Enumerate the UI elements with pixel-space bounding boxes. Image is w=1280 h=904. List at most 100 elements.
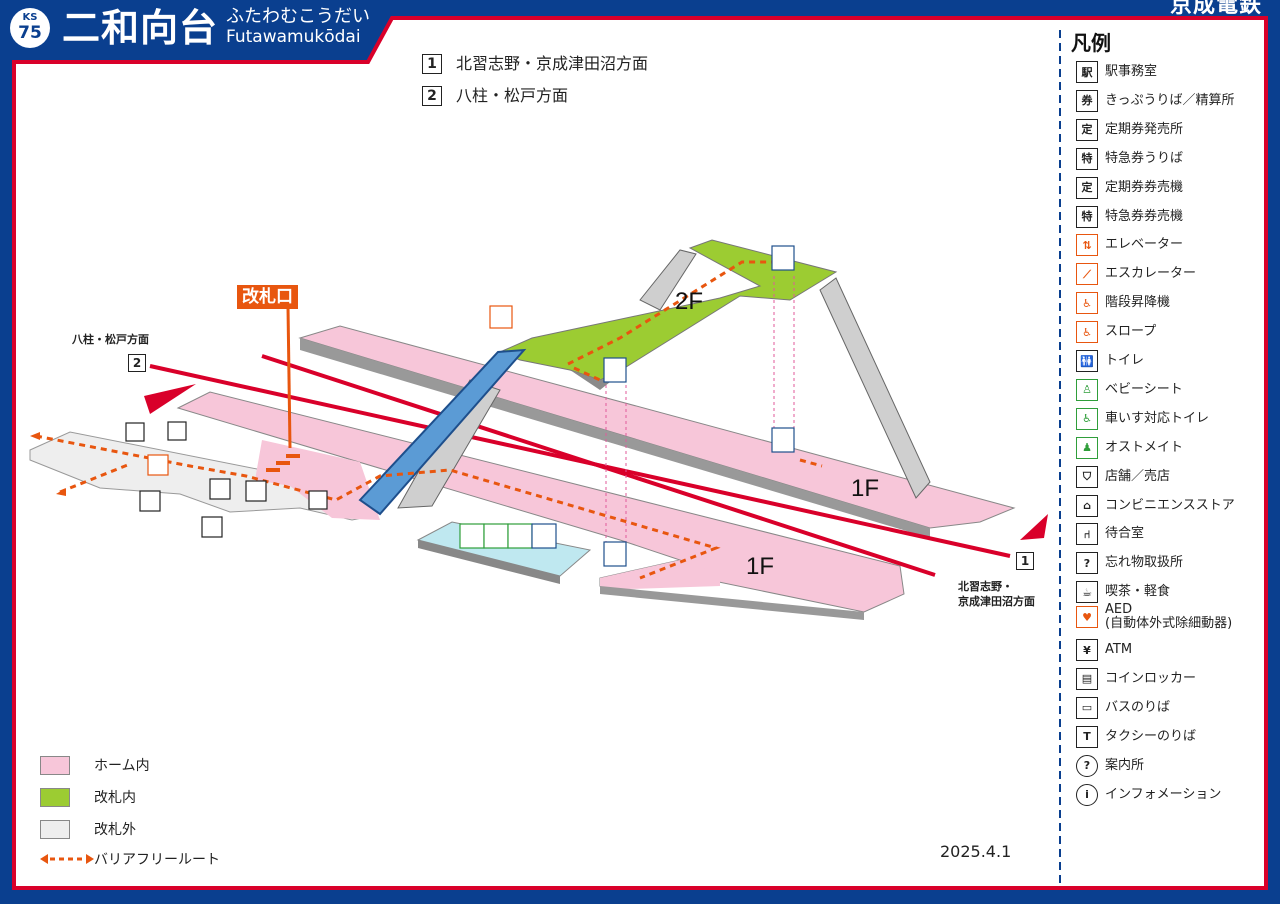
floor-label-2f: 2F [675,288,704,315]
ticket-gate-label: 改札口 [237,285,298,309]
pass-vending-machine-icon: 定 [1076,176,1098,199]
legend-label: オストメイト [1105,439,1184,455]
legend-label: スロープ [1105,325,1156,339]
legend-label: 忘れ物取扱所 [1105,556,1183,570]
legend-label-text: 階段昇降機 [1105,295,1171,311]
legend-item: ♿階段昇降機 [1076,291,1170,315]
lost-and-found-icon: ? [1076,552,1098,575]
shop-icon: ⛉ [1076,465,1098,488]
legend-label: 車いす対応トイレ [1105,410,1210,426]
legend-label-text: スロープ [1105,324,1157,340]
zone-legend-item: 改札内 [40,786,136,808]
legend-label: ベビーシート [1105,381,1183,397]
zone-label: 改札内 [94,790,136,806]
legend-label-text: コインロッカー [1105,670,1197,686]
elevator-icon: ⇅ [1076,234,1098,257]
legend-label: コインロッカー [1105,670,1197,686]
ticket-sales-icon: 券 [1076,89,1098,112]
legend-item: ♙ ベビーシート [1076,378,1183,402]
legend-label-text: トイレ [1105,353,1145,368]
legend-label-text: エレベーター [1105,237,1184,253]
legend-label-text: 店舗／売店 [1105,468,1171,484]
direction-label-1: 北習志野・京成津田沼方面 [456,54,649,73]
legend-label: 喫茶・軽食 [1105,585,1170,599]
station-code: KS [22,12,38,23]
legend-item: 券きっぷうりば／精算所 [1076,89,1234,113]
floor-label-1f-back: 1F [851,475,880,502]
legend-label: 駅事務室 [1105,65,1157,79]
concourse-2f [498,239,838,381]
atm-icon: ¥ [1076,639,1098,661]
accessible-toilet-icon: ♿ [1076,407,1098,430]
zone-legend-item: ホーム内 [40,754,150,776]
legend-item: ?案内所 [1076,754,1144,778]
left-direction-label: 八柱・松戸方面 [72,333,149,346]
legend-label-text: オストメイト [1105,439,1184,455]
legend-label: 案内所 [1105,758,1144,773]
arrow-left [144,384,196,414]
legend-label-sub: (自動体外式除細動器) [1105,616,1233,632]
legend-item: 🚻 トイレ [1076,349,1144,373]
legend-label: きっぷうりば／精算所 [1105,93,1234,108]
legend-label: エレベーター [1105,238,1183,252]
legend-label-text: 定期券発売所 [1105,121,1184,137]
convenience-store-icon: ⌂ [1076,494,1098,517]
legend-item: ♿ 車いす対応トイレ [1076,407,1209,431]
zone-legend-item: バリアフリールート [40,848,220,870]
station-kana: ふたわむこうだい [226,6,370,27]
zone-legend-item: 改札外 [40,818,136,840]
barrier-free-route-swatch [40,854,94,864]
legend-label: 階段昇降機 [1105,296,1170,310]
stairs-left [639,249,697,311]
legend-label-text: エスカレーター [1105,266,1197,282]
legend-label: 特急券券売機 [1105,209,1183,224]
legend-label-text: 駅事務室 [1105,64,1158,79]
legend-label-text: ベビーシート [1105,381,1183,397]
info-icon: i [1076,783,1098,806]
station-office-icon: 駅 [1076,61,1098,83]
legend-item: 特特急券券売機 [1076,205,1183,229]
escalator-icon: ⟋ [1076,263,1098,286]
legend-item: ⛉ 店舗／売店 [1076,465,1170,489]
legend-item: ⟋ エスカレーター [1076,262,1196,286]
left-direction-number: 2 [128,354,146,372]
legend-item: i インフォメーション [1076,783,1221,807]
legend-label: 定期券発売所 [1105,121,1184,137]
legend-label-text: バスのりば [1105,699,1171,715]
legend-label-text: 定期券券売機 [1105,179,1184,195]
zone-swatch [40,819,70,839]
legend-label: 定期券券売機 [1105,179,1184,195]
legend-label: 特急券うりば [1105,151,1183,166]
direction-number-2: 2 [422,86,442,106]
legend-label: コンビニエンスストア [1105,497,1235,513]
legend-item: ⇅ エレベーター [1076,233,1183,257]
legend-item: ♥AED(自動体外式除細動器) [1076,603,1232,631]
legend-item: ♿スロープ [1076,320,1156,344]
cafe-icon: ☕ [1076,581,1098,604]
legend-item: 定定期券券売機 [1076,176,1183,200]
baby-seat-icon: ♙ [1076,378,1098,401]
toilet-icon: 🚻 [1076,350,1098,372]
revision-date: 2025.4.1 [940,842,1012,861]
legend-label: 待合室 [1105,527,1144,541]
ostomate-icon: ♟ [1076,436,1098,459]
legend-item: ? 忘れ物取扱所 [1076,551,1183,575]
legend-label: 店舗／売店 [1105,468,1171,484]
station-number-badge: KS 75 [10,8,50,48]
barrier-free-route [35,260,823,580]
legend-label-text: 車いす対応トイレ [1105,410,1210,426]
legend-item: 駅駅事務室 [1076,60,1157,84]
legend-label: ATM [1105,643,1132,657]
legend-label: バスのりば [1105,699,1171,715]
legend-label-text: コンビニエンスストア [1105,497,1235,513]
zone-label: ホーム内 [94,758,150,774]
zone-label: 改札外 [94,822,136,838]
limited-express-ticket-icon: 特 [1076,147,1098,170]
right-direction-number: 1 [1016,552,1034,570]
legend-label: エスカレーター [1105,267,1196,281]
legend-label-text: インフォメーション [1105,786,1222,802]
legend-item: 定定期券発売所 [1076,118,1183,142]
legend-label: AED(自動体外式除細動器) [1105,603,1232,631]
direction-number-1: 1 [422,54,442,74]
